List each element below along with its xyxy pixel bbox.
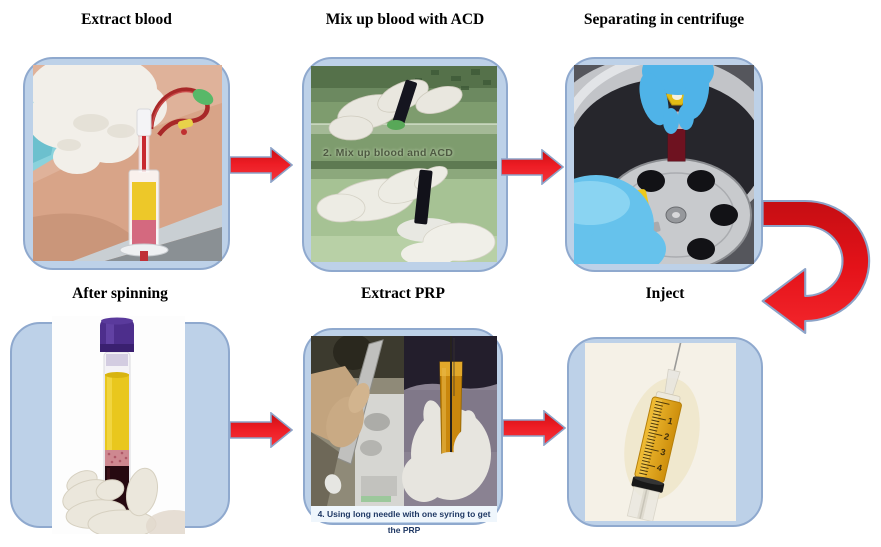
blood-tube-upper (393, 79, 417, 125)
photo-mix-blood-acd (311, 66, 497, 262)
syringe-graduations (639, 400, 670, 476)
collection-syringe (119, 108, 169, 261)
step-title-extract-blood: Extract blood (81, 11, 172, 28)
photo-centrifuge (574, 65, 754, 264)
panel-extract-prp: 4. Using long needle with one syring to … (303, 328, 503, 535)
blue-glove-upper (639, 65, 714, 134)
photo-inject: 1 2 3 4 (585, 343, 736, 521)
photo-caption-prp: 4. Using long needle with one syring to … (311, 506, 497, 535)
curved-wrap-arrow-icon (761, 200, 871, 334)
tubing-connector (192, 88, 214, 106)
prp-syringe: 1 2 3 4 (626, 343, 683, 521)
flow-arrow-step4-to-step5-icon (230, 412, 293, 448)
scale-mark-1: 1 (667, 416, 674, 427)
photo-caption-acd: 2. Mix up blood and ACD (323, 147, 454, 159)
scale-mark-3: 3 (659, 447, 666, 458)
gloved-hand-holding-tube (62, 467, 158, 534)
panel-inject: 1 2 3 4 (567, 337, 763, 527)
scale-mark-2: 2 (663, 431, 670, 442)
flow-arrow-step5-to-step6-icon (503, 410, 566, 446)
step-title-after-spinning: After spinning (72, 285, 168, 302)
blood-tube-lower (414, 169, 433, 225)
flow-arrow-step1-to-step2-icon (230, 147, 293, 183)
photo-extract-prp (311, 336, 497, 506)
needle (673, 343, 683, 371)
step-title-extract-prp: Extract PRP (361, 285, 445, 302)
scale-mark-4: 4 (656, 462, 663, 473)
photo-after-spinning (52, 316, 185, 534)
panel-after-spinning (10, 316, 230, 534)
blood-tubing (148, 87, 210, 137)
step-title-centrifuge: Separating in centrifuge (583, 11, 745, 28)
photo-extract-blood (33, 65, 222, 261)
panel-extract-blood (23, 57, 230, 270)
step-title-inject: Inject (645, 285, 685, 302)
step-title-mix-blood-acd: Mix up blood with ACD (325, 11, 485, 28)
panel-mix-blood-acd: 2. Mix up blood and ACD (302, 57, 508, 272)
panel-centrifuge (565, 57, 763, 272)
flow-arrow-step2-to-step3-icon (501, 149, 564, 185)
blue-glove-lower (574, 175, 666, 264)
